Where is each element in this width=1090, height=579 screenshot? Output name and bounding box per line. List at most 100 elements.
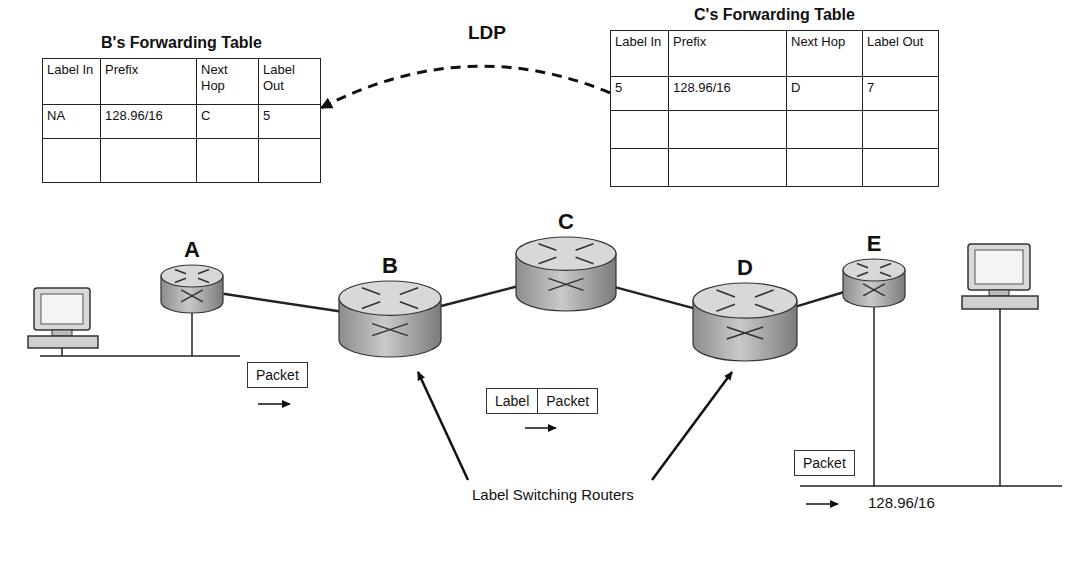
table-title: B's Forwarding Table [42,34,321,52]
router-mark [727,327,763,339]
router-mark [576,244,594,251]
computer-base [28,336,98,348]
router-mark [362,302,380,309]
monitor [968,244,1030,290]
router-mark [755,304,774,311]
router-mark [576,257,594,264]
empty-cell [863,111,939,149]
router-top [339,281,441,315]
router-mark [727,327,763,339]
router-icon [160,264,224,314]
table-header-cell: Label Out [259,59,321,105]
table-cell: 128.96/16 [101,105,197,139]
router-top [161,265,223,287]
label-switching-router: E [842,232,906,308]
router-top [843,259,905,281]
packet-field: Packet [537,389,597,413]
packet-box: Packet [247,362,308,388]
computer-base [962,296,1038,309]
table-value: C [201,108,210,123]
router-name: C [515,210,617,236]
router-mark [880,263,891,267]
empty-cell [611,149,669,187]
router-mark [549,278,584,290]
link-line [223,294,339,312]
column-header: Label In [615,34,661,49]
network-prefix: 128.96/16 [866,494,937,511]
table-header-cell: Label Out [863,31,939,77]
router-top [516,237,616,270]
monitor-stand [52,330,72,336]
label-switching-router: C [515,210,617,312]
table-header-cell: Label In [611,31,669,77]
table-header-cell: Prefix [101,59,197,105]
table-value: NA [47,108,65,123]
table-value: 7 [867,80,874,95]
router-mark [198,269,209,273]
label-switching-router: A [160,238,224,314]
edge-label: LDP [466,22,508,44]
lan-drop [999,309,1001,486]
link-line [794,292,844,307]
leader-arrow [652,372,732,480]
router-mark [175,269,186,273]
empty-cell [259,139,321,183]
motion-arrow [258,403,290,405]
lan-wire [800,485,1062,487]
router-mark [362,288,380,295]
empty-cell [43,139,101,183]
router-mark [549,278,584,290]
table-cell: NA [43,105,101,139]
router-mark [863,284,885,296]
router-mark [863,284,885,296]
ldp-arrow [321,66,610,108]
router-icon [692,282,798,362]
empty-cell [101,139,197,183]
router-mark [857,263,868,267]
computer-left [28,288,98,348]
monitor [34,288,90,330]
table-grid: Label InPrefixNext HopLabel Out5128.96/1… [610,30,939,187]
column-header: Prefix [105,62,138,77]
router-mark [181,290,203,302]
router-icon [338,280,442,358]
table-value: 128.96/16 [673,80,731,95]
router-mark [539,244,557,251]
link-line [439,286,518,306]
router-mark [181,290,203,302]
router-mark [400,302,418,309]
lan-drop [191,312,193,356]
table-header-cell: Next Hop [787,31,863,77]
table-cell: 5 [259,105,321,139]
router-mark [539,257,557,264]
table-header-cell: Label In [43,59,101,105]
column-header: Label Out [263,62,295,93]
table-value: D [791,80,800,95]
table-value: 128.96/16 [105,108,163,123]
label-switching-router: B [338,254,442,358]
router-mark [372,324,408,336]
table-header-cell: Next Hop [197,59,259,105]
packet-field: Packet [248,363,307,387]
router-mark [198,278,209,282]
forwarding-table: B's Forwarding TableLabel In Prefix Next H… [42,34,321,183]
screen [975,250,1023,284]
packet-box: Packet [794,450,855,476]
table-title: C's Forwarding Table [610,6,939,24]
table-value: 5 [615,80,622,95]
empty-cell [611,111,669,149]
router-callout: Label Switching Routers [470,486,636,503]
router-name: D [692,256,798,282]
leader-arrow [418,372,468,480]
label-switching-router: D [692,256,798,362]
table-cell: C [197,105,259,139]
column-header: Label In [47,62,93,77]
column-header: Next Hop [791,34,845,49]
packet-field: Packet [795,451,854,475]
router-mark [372,324,408,336]
motion-arrow [525,427,556,429]
link-line [614,287,695,309]
table-value: 5 [263,108,270,123]
table-grid: Label In Prefix Next HopLabel OutNA 128.96/… [42,58,321,183]
